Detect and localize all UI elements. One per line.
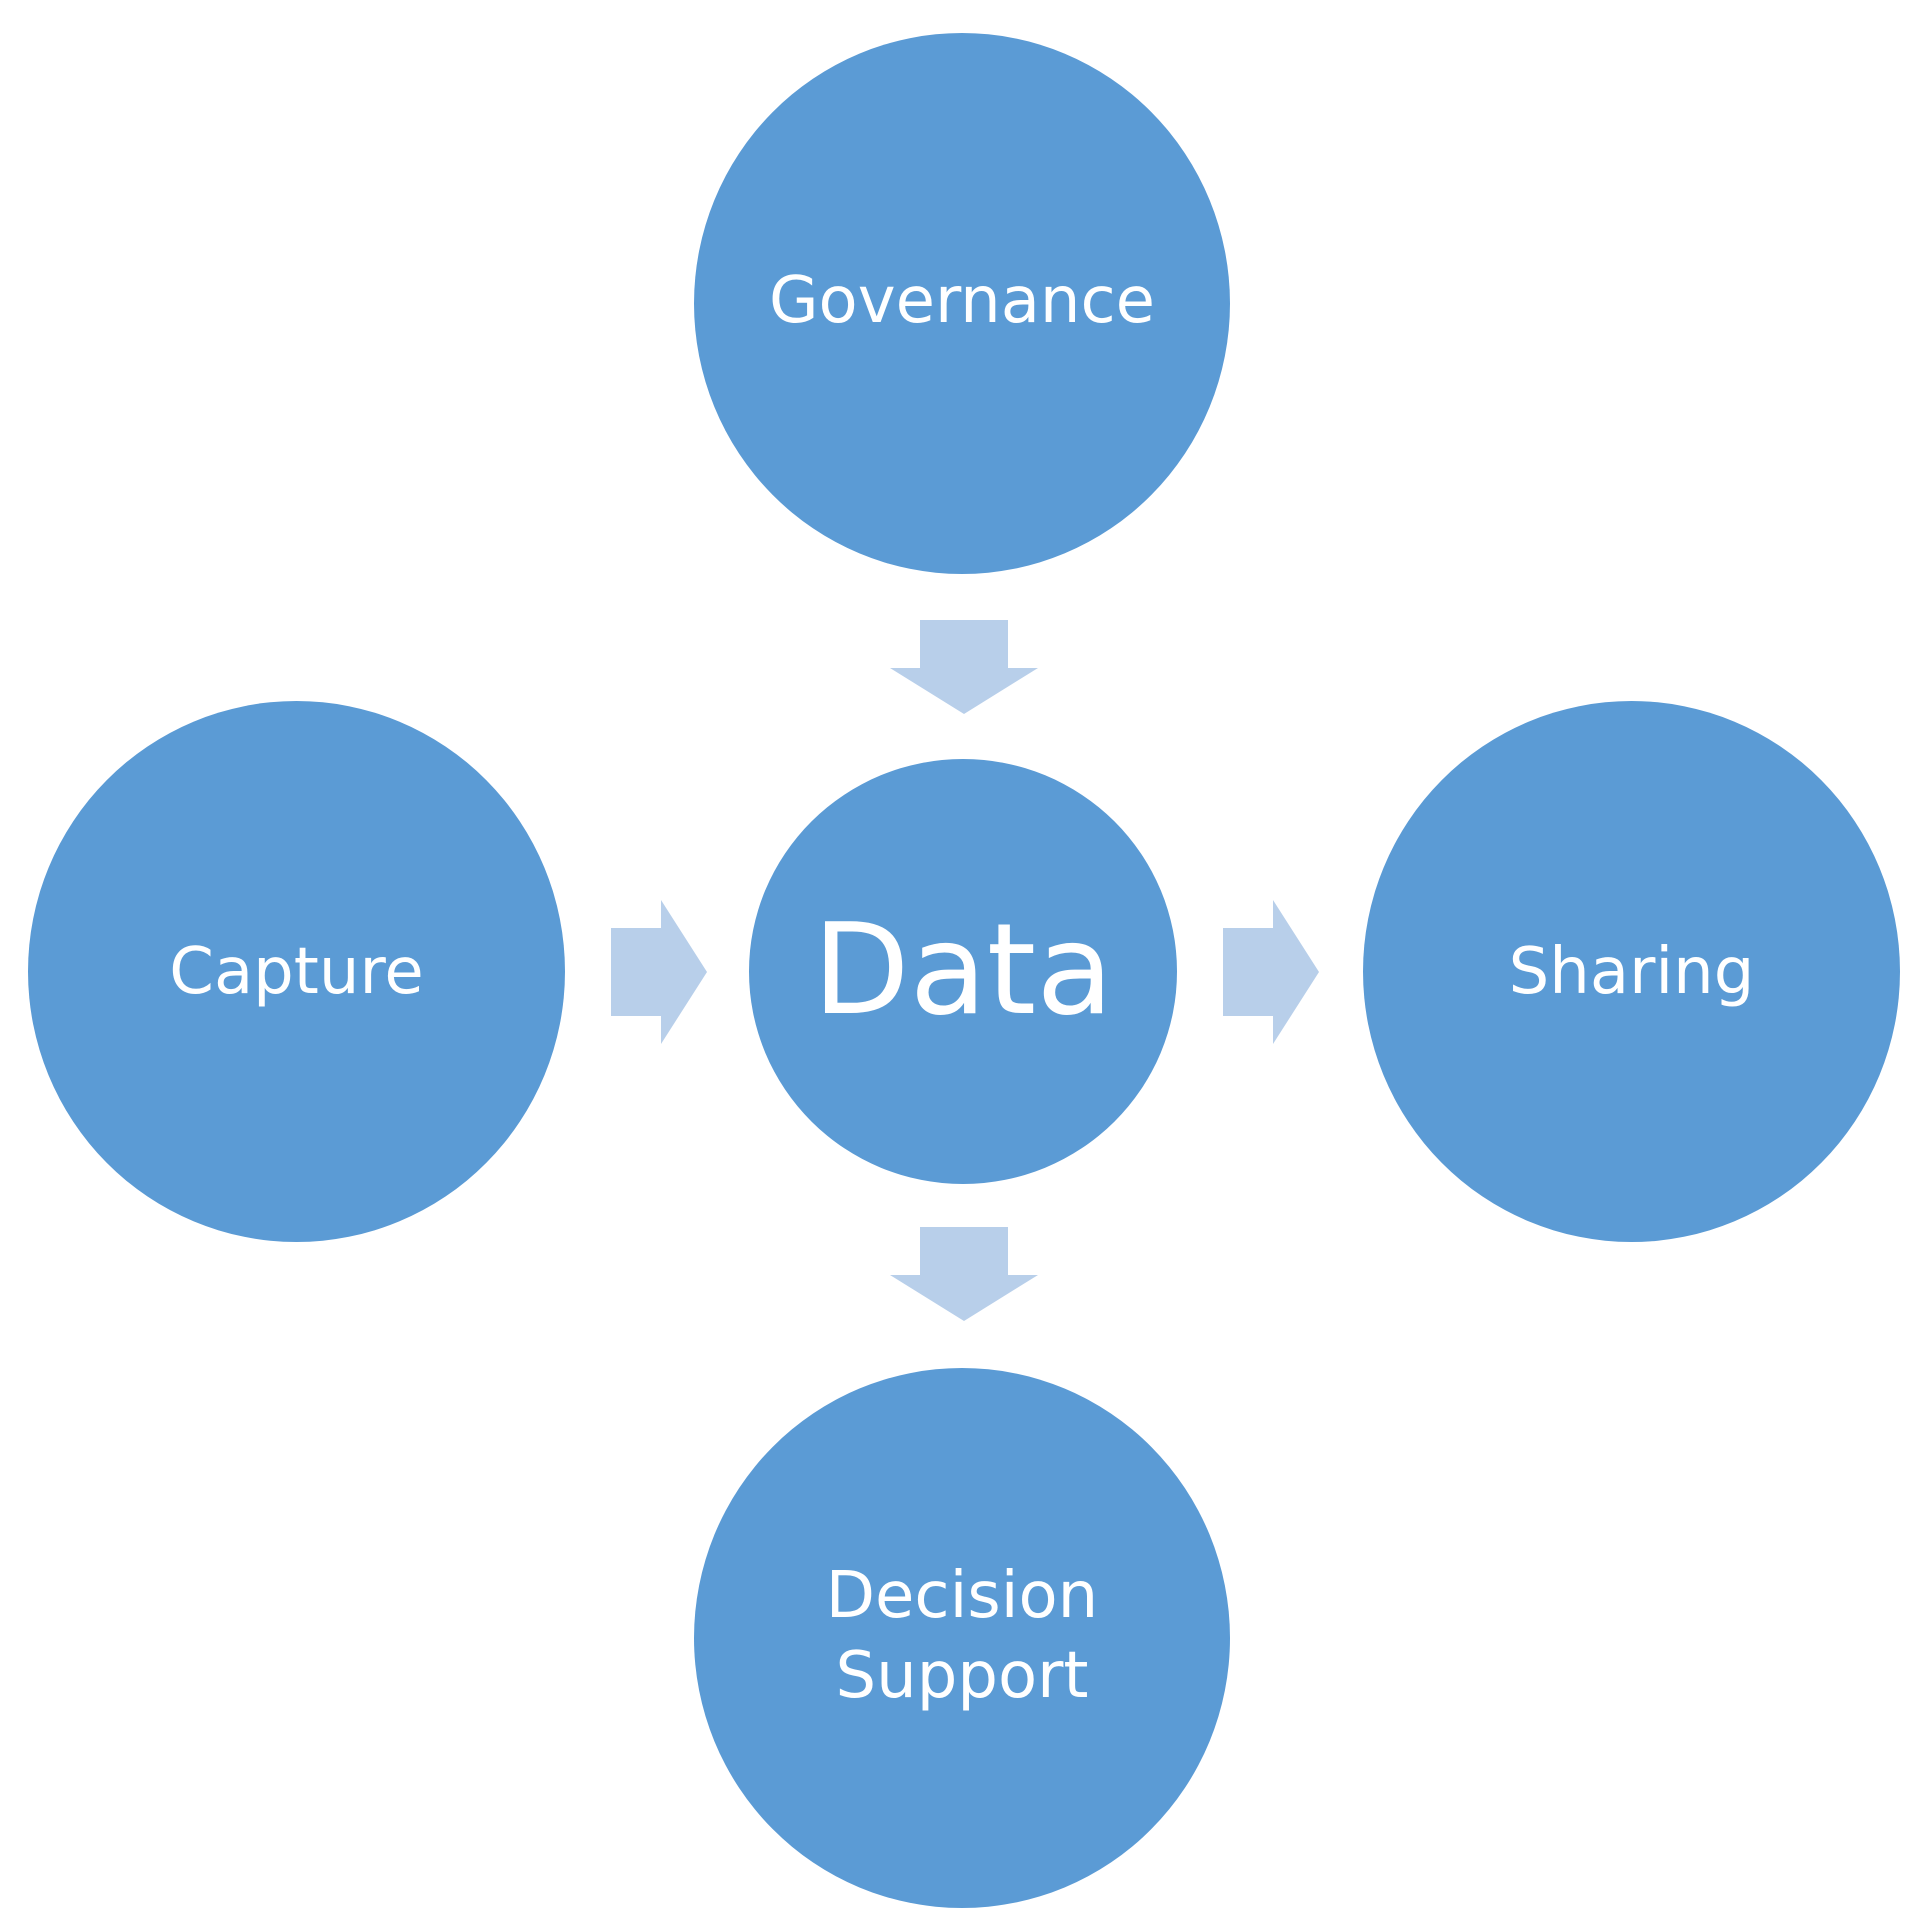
arrow-data-to-sharing-icon xyxy=(1223,900,1319,1044)
capture-label: Capture xyxy=(169,934,424,1009)
arrow-data-to-decision-support-icon xyxy=(890,1227,1038,1321)
capture-node: Capture xyxy=(28,701,565,1242)
sharing-node: Sharing xyxy=(1363,701,1900,1242)
data-center-node: Data xyxy=(749,759,1177,1184)
decision-support-node: Decision Support xyxy=(694,1368,1230,1908)
data-label: Data xyxy=(812,895,1114,1043)
governance-node: Governance xyxy=(694,33,1230,574)
sharing-label: Sharing xyxy=(1508,934,1755,1009)
governance-label: Governance xyxy=(768,263,1156,338)
arrow-capture-to-data-icon xyxy=(611,900,707,1044)
decision-support-label: Decision Support xyxy=(825,1559,1099,1713)
arrow-governance-to-data-icon xyxy=(890,620,1038,714)
